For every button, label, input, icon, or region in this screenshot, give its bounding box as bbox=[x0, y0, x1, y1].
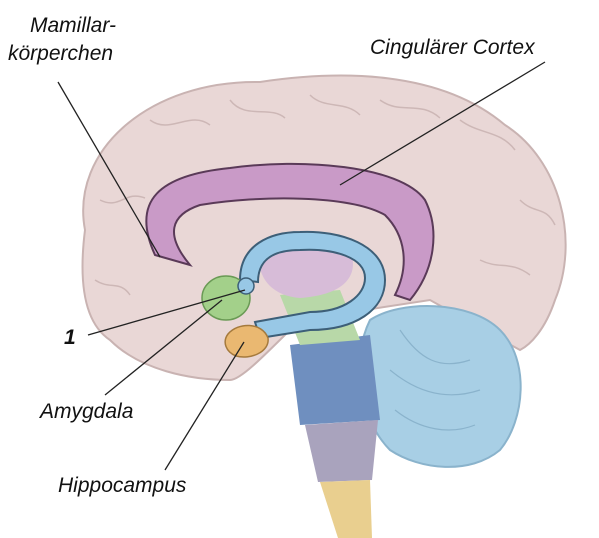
hippocampus-shape bbox=[225, 325, 268, 357]
midbrain bbox=[290, 335, 380, 425]
number-one-label: 1 bbox=[64, 326, 76, 350]
mamillar-label-line1: Mamillar- bbox=[30, 14, 116, 38]
pons bbox=[305, 420, 378, 482]
amygdala-label: Amygdala bbox=[40, 400, 133, 424]
cerebellum bbox=[360, 306, 521, 467]
hippocampus-label: Hippocampus bbox=[58, 474, 186, 498]
cingulate-label: Cingulärer Cortex bbox=[370, 36, 535, 60]
mamillar-label-line2: körperchen bbox=[8, 42, 113, 66]
medulla bbox=[320, 480, 372, 538]
